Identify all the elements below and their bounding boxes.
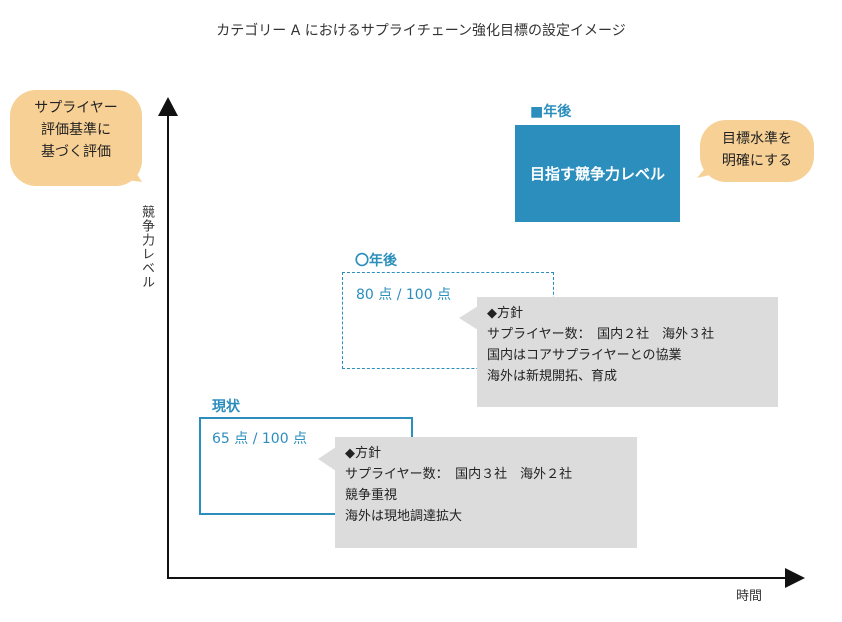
bubble-line: 目標水準を xyxy=(722,131,792,147)
policy-current: ◆方針 サプライヤー数： 国内３社 海外２社 競争重視 海外は現地調達拡大 xyxy=(335,437,637,548)
policy-line: 競争重視 xyxy=(345,488,398,503)
policy-mid: ◆方針 サプライヤー数： 国内２社 海外３社 国内はコアサプライヤーとの協業 海… xyxy=(477,297,778,407)
goal-box: 目指す競争力レベル xyxy=(515,125,680,222)
bubble-line: 明確にする xyxy=(721,153,793,169)
policy-heading: ◆方針 xyxy=(345,446,381,461)
bubble-line: サプライヤー xyxy=(34,100,118,116)
goal-box-text: 目指す競争力レベル xyxy=(529,165,665,183)
y-axis-label: 競争力レベル xyxy=(139,205,154,289)
bubble-line: 基づく評価 xyxy=(41,144,111,160)
policy-line: サプライヤー数： 国内２社 海外３社 xyxy=(487,327,715,342)
x-axis-arrow xyxy=(785,568,805,588)
goal-clarify-bubble: 目標水準を 明確にする xyxy=(700,120,814,182)
diagram-title: カテゴリー A におけるサプライチェーン強化目標の設定イメージ xyxy=(216,23,626,39)
policy-line: 海外は現地調達拡大 xyxy=(345,509,463,524)
policy-line: 国内はコアサプライヤーとの協業 xyxy=(487,348,682,363)
x-axis-label: 時間 xyxy=(736,589,763,604)
supplier-eval-bubble: サプライヤー 評価基準に 基づく評価 xyxy=(10,90,142,186)
current-stage-score: 65 点 / 100 点 xyxy=(212,431,308,447)
goal-stage-label: ■年後 xyxy=(530,104,572,120)
current-stage-label: 現状 xyxy=(212,399,240,415)
y-axis-arrow xyxy=(158,97,178,116)
policy-line: サプライヤー数： 国内３社 海外２社 xyxy=(345,467,573,482)
policy-line: 海外は新規開拓、育成 xyxy=(487,369,618,384)
policy-mid-pointer xyxy=(459,306,478,330)
bubble-line: 評価基準に xyxy=(41,122,111,138)
mid-stage-label: 〇年後 xyxy=(355,253,397,269)
policy-current-pointer xyxy=(318,447,336,471)
mid-stage-score: 80 点 / 100 点 xyxy=(356,287,452,303)
policy-heading: ◆方針 xyxy=(487,306,523,321)
